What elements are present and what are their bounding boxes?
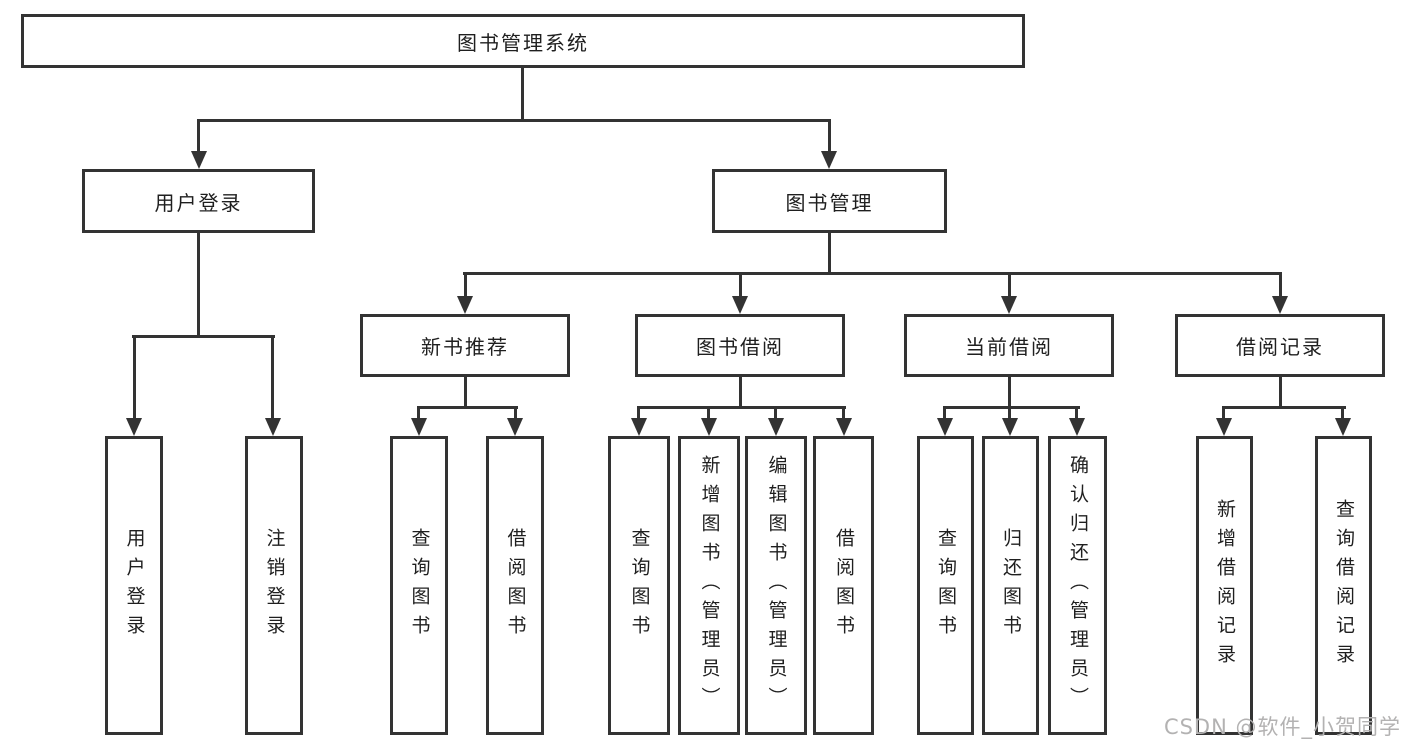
connector-bookborrow-hline xyxy=(637,406,846,409)
leaf-label: 查询图书 xyxy=(408,527,431,644)
node-new-books-label: 新书推荐 xyxy=(421,335,509,359)
connector-root-hline xyxy=(197,119,831,122)
leaf-borrow-books-2: 借阅图书 xyxy=(813,436,874,735)
leaf-label: 编辑图书（管理员） xyxy=(765,455,788,716)
connector-drop xyxy=(774,406,777,422)
leaf-label: 查询图书 xyxy=(935,527,957,644)
arrowhead-down-icon xyxy=(265,418,281,436)
connector-drop xyxy=(464,272,467,300)
node-book-mgmt: 图书管理 xyxy=(712,169,947,233)
arrowhead-down-icon xyxy=(836,418,852,436)
connector-currentborrow-stem xyxy=(1008,377,1011,409)
arrowhead-down-icon xyxy=(631,418,647,436)
arrowhead-down-icon xyxy=(507,418,523,436)
arrowhead-down-icon xyxy=(1002,418,1018,436)
leaf-query-books-1: 查询图书 xyxy=(390,436,448,735)
leaf-edit-books-admin: 编辑图书（管理员） xyxy=(745,436,807,735)
node-user-login-label: 用户登录 xyxy=(154,190,243,215)
node-root: 图书管理系统 xyxy=(21,14,1025,68)
arrowhead-down-icon xyxy=(1216,418,1232,436)
connector-drop xyxy=(842,406,845,422)
connector-drop xyxy=(1075,406,1078,422)
connector-drop xyxy=(417,406,420,422)
connector-bookmgmt-hline xyxy=(463,272,1282,275)
leaf-borrow-books-1: 借阅图书 xyxy=(486,436,544,735)
arrowhead-down-icon xyxy=(1001,296,1017,314)
connector-drop xyxy=(271,335,274,420)
node-book-borrow-label: 图书借阅 xyxy=(696,335,784,359)
leaf-confirm-return-admin: 确认归还（管理员） xyxy=(1048,436,1107,735)
leaf-return-books: 归还图书 xyxy=(982,436,1039,735)
arrowhead-down-icon xyxy=(1335,418,1351,436)
leaf-query-books-2: 查询图书 xyxy=(608,436,670,735)
leaf-add-books-admin: 新增图书（管理员） xyxy=(678,436,740,735)
arrowhead-down-icon xyxy=(937,418,953,436)
leaf-logout: 注销登录 xyxy=(245,436,303,735)
leaf-label: 借阅图书 xyxy=(504,527,527,644)
connector-drop xyxy=(828,119,831,153)
connector-drop xyxy=(1008,272,1011,300)
connector-currentborrow-hline xyxy=(943,406,1080,409)
connector-drop xyxy=(514,406,517,422)
connector-newbooks-hline xyxy=(417,406,518,409)
arrowhead-down-icon xyxy=(768,418,784,436)
connector-root-stem xyxy=(521,68,524,122)
connector-drop xyxy=(133,335,136,420)
node-current-borrow: 当前借阅 xyxy=(904,314,1114,377)
leaf-user-login: 用户登录 xyxy=(105,436,163,735)
connector-userlogin-hline xyxy=(132,335,275,338)
leaf-label: 归还图书 xyxy=(1000,527,1022,644)
leaf-query-books-3: 查询图书 xyxy=(917,436,974,735)
connector-bookborrow-stem xyxy=(739,377,742,409)
connector-drop xyxy=(1008,406,1011,422)
connector-drop xyxy=(1341,406,1344,422)
connector-drop xyxy=(707,406,710,422)
leaf-label: 查询借阅记录 xyxy=(1333,498,1355,673)
leaf-query-borrow-record: 查询借阅记录 xyxy=(1315,436,1372,735)
leaf-label: 注销登录 xyxy=(263,527,286,644)
leaf-label: 新增借阅记录 xyxy=(1214,498,1236,673)
arrowhead-down-icon xyxy=(821,151,837,169)
leaf-label: 确认归还（管理员） xyxy=(1067,455,1089,716)
arrowhead-down-icon xyxy=(191,151,207,169)
leaf-label: 用户登录 xyxy=(123,527,146,644)
arrowhead-down-icon xyxy=(411,418,427,436)
connector-newbooks-stem xyxy=(464,377,467,409)
node-book-borrow: 图书借阅 xyxy=(635,314,845,377)
arrowhead-down-icon xyxy=(732,296,748,314)
node-user-login: 用户登录 xyxy=(82,169,315,233)
node-borrow-records: 借阅记录 xyxy=(1175,314,1385,377)
connector-drop xyxy=(739,272,742,300)
connector-bookmgmt-stem xyxy=(828,233,831,275)
connector-drop xyxy=(1222,406,1225,422)
node-root-label: 图书管理系统 xyxy=(457,30,589,55)
node-new-books: 新书推荐 xyxy=(360,314,570,377)
arrowhead-down-icon xyxy=(457,296,473,314)
connector-drop xyxy=(197,119,200,153)
connector-drop xyxy=(943,406,946,422)
arrowhead-down-icon xyxy=(1069,418,1085,436)
leaf-label: 借阅图书 xyxy=(833,527,855,644)
arrowhead-down-icon xyxy=(701,418,717,436)
watermark: CSDN @软件_小贺同学 xyxy=(1163,715,1401,739)
node-book-mgmt-label: 图书管理 xyxy=(785,190,874,215)
leaf-label: 新增图书（管理员） xyxy=(698,455,721,716)
arrowhead-down-icon xyxy=(1272,296,1288,314)
leaf-add-borrow-record: 新增借阅记录 xyxy=(1196,436,1253,735)
connector-drop xyxy=(637,406,640,422)
connector-drop xyxy=(1279,272,1282,300)
connector-borrowrecords-hline xyxy=(1222,406,1346,409)
node-borrow-records-label: 借阅记录 xyxy=(1236,335,1324,359)
arrowhead-down-icon xyxy=(126,418,142,436)
connector-userlogin-stem xyxy=(197,233,200,338)
leaf-label: 查询图书 xyxy=(628,527,651,644)
node-current-borrow-label: 当前借阅 xyxy=(965,335,1053,359)
connector-borrowrecords-stem xyxy=(1279,377,1282,409)
